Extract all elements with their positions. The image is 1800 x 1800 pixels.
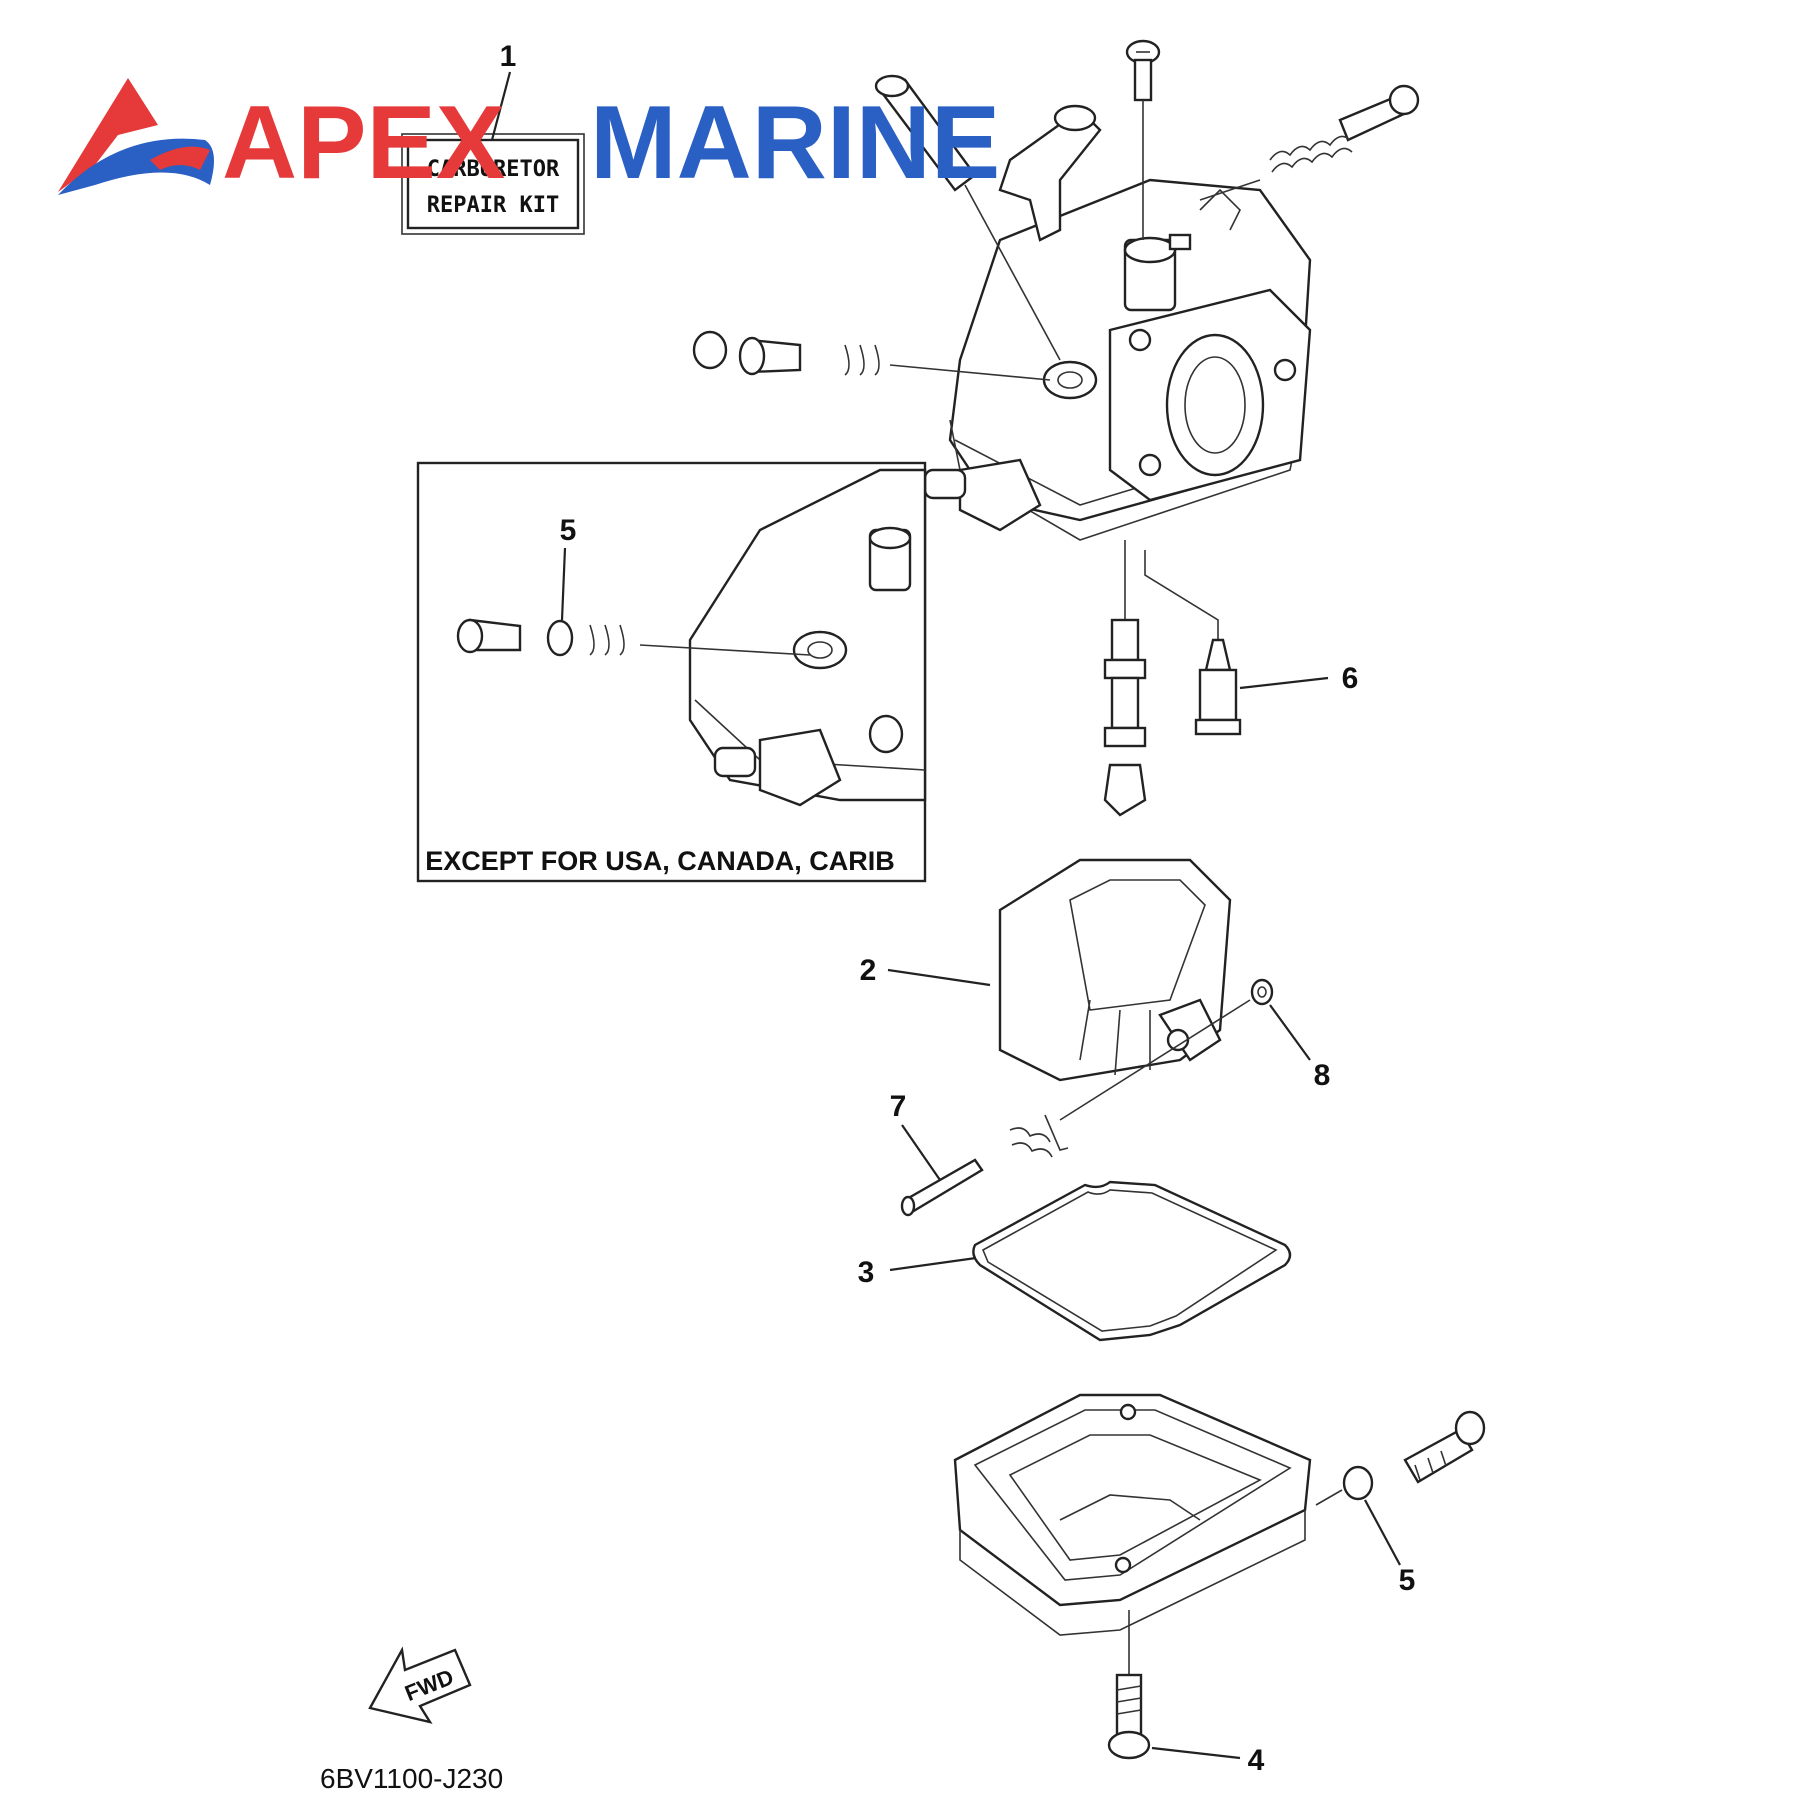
drain-screw [1403, 1410, 1486, 1484]
leader-line-2 [887, 968, 991, 987]
callout-1: 1 [500, 40, 517, 73]
callout-3: 3 [858, 1256, 875, 1289]
callout-5-bottom: 5 [1399, 1564, 1416, 1597]
leader-line-4 [1151, 1746, 1241, 1760]
forward-arrow-icon: FWD [368, 1646, 472, 1724]
diagram-code: 6BV1100-J230 [320, 1763, 503, 1794]
needle-valve [1144, 550, 1242, 736]
float [998, 858, 1232, 1082]
callout-6: 6 [1342, 662, 1359, 695]
float-bowl [953, 1393, 1312, 1636]
leader-line-5-inset [560, 547, 567, 621]
inset-caption: EXCEPT FOR USA, CANADA, CARIB [425, 846, 895, 876]
float-pin [900, 1158, 984, 1217]
inset-box [416, 461, 927, 883]
washer [1250, 978, 1274, 1006]
carburetor-body [923, 104, 1312, 541]
bowl-screw [1107, 1610, 1151, 1760]
pilot-screw-row [692, 330, 1051, 381]
brand-word-apex: APEX [222, 85, 505, 201]
main-jet-stack [1103, 540, 1147, 817]
float-clip-spring [1009, 999, 1251, 1158]
brand-word-marine: MARINE [590, 85, 1000, 201]
brand-logo: APEX MARINE [58, 78, 1000, 201]
bowl-gasket [972, 1180, 1292, 1342]
kit-label-line2: REPAIR KIT [427, 193, 559, 218]
callout-4: 4 [1248, 1744, 1265, 1777]
callout-2: 2 [860, 954, 877, 987]
callout-8: 8 [1314, 1059, 1331, 1092]
callout-5-inset: 5 [560, 514, 577, 547]
drain-screw-axis [1315, 1489, 1343, 1506]
top-screw [1125, 39, 1161, 240]
apex-triangle-swoosh-icon [58, 78, 214, 195]
callout-7: 7 [890, 1090, 907, 1123]
leader-line-8 [1269, 1004, 1311, 1061]
kit-label-line1: CARBURETOR [427, 157, 560, 182]
drain-o-ring [1342, 1465, 1374, 1501]
throttle-stop-screw [1199, 84, 1420, 201]
leader-line-3 [889, 1256, 977, 1272]
leader-line-6 [1239, 676, 1329, 690]
leader-line-5-bottom [1364, 1499, 1401, 1566]
leader-line-1 [490, 71, 512, 141]
angled-pilot-screw [874, 74, 1061, 361]
leader-line-7 [901, 1124, 941, 1181]
